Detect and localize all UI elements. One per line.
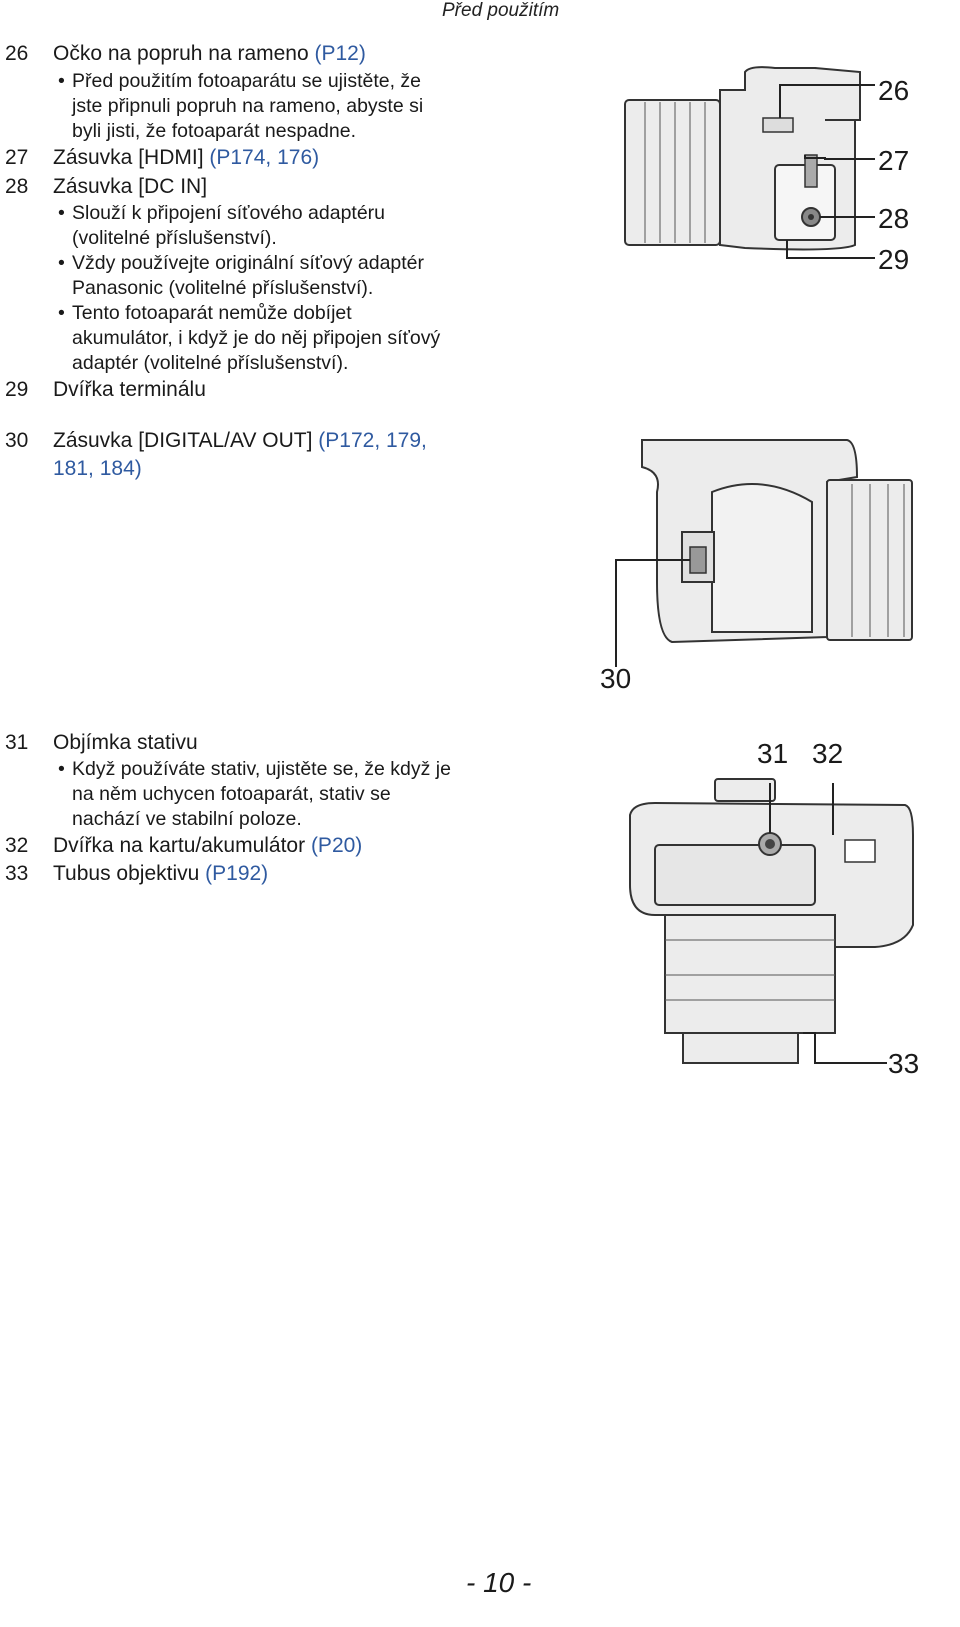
item-31: 31 Objímka stativu bbox=[5, 730, 198, 755]
item-label: Zásuvka [DC IN] bbox=[53, 175, 208, 198]
callout-31: 31 bbox=[757, 738, 789, 769]
page-number: - 10 - bbox=[466, 1567, 532, 1598]
page-reference-link[interactable]: (P192) bbox=[205, 862, 269, 885]
callout-30: 30 bbox=[600, 663, 632, 694]
item-number: 29 bbox=[5, 378, 29, 401]
item-label: Tubus objektivu bbox=[53, 862, 206, 885]
item-label: Zásuvka [DIGITAL/AV OUT] bbox=[53, 429, 319, 452]
item-label: Dvířka na kartu/akumulátor bbox=[53, 834, 311, 857]
callout-29: 29 bbox=[878, 244, 910, 275]
bullet-note: •Před použitím fotoaparátu se ujistěte, … bbox=[58, 70, 422, 92]
bullet-note-line: na něm uchycen fotoaparát, stativ se bbox=[72, 783, 391, 805]
item-number: 31 bbox=[5, 731, 29, 754]
bullet-note: •Tento fotoaparát nemůže dobíjet bbox=[58, 302, 352, 324]
item-label: Očko na popruh na rameno bbox=[53, 42, 315, 65]
item-27: 27 Zásuvka [HDMI] (P174, 176) bbox=[5, 145, 319, 170]
camera-side-av-out-illustration bbox=[615, 439, 913, 667]
bullet-icon: • bbox=[58, 302, 65, 324]
item-number: 28 bbox=[5, 175, 29, 198]
item-number: 26 bbox=[5, 42, 29, 65]
item-26: 26 Očko na popruh na rameno (P12) bbox=[5, 41, 366, 66]
bullet-note-line: akumulátor, i když je do něj připojen sí… bbox=[72, 327, 441, 349]
page-reference-link[interactable]: (P172, 179, bbox=[318, 429, 427, 452]
item-28: 28 Zásuvka [DC IN] bbox=[5, 174, 207, 199]
callout-27: 27 bbox=[878, 145, 910, 176]
item-label: Dvířka terminálu bbox=[53, 378, 206, 401]
bullet-note: •Slouží k připojení síťového adaptéru bbox=[58, 202, 386, 224]
page-reference-link[interactable]: (P12) bbox=[314, 42, 366, 65]
item-30-ref-continued: 181, 184) bbox=[53, 456, 142, 481]
bullet-note-line: nachází ve stabilní poloze. bbox=[72, 808, 302, 830]
camera-bottom-illustration bbox=[629, 778, 914, 1064]
item-33: 33 Tubus objektivu (P192) bbox=[5, 861, 268, 886]
bullet-note: •Vždy používejte originální síťový adapt… bbox=[58, 252, 425, 274]
bullet-icon: • bbox=[58, 70, 65, 92]
bullet-icon: • bbox=[58, 758, 65, 780]
item-number: 33 bbox=[5, 862, 29, 885]
bullet-icon: • bbox=[58, 202, 65, 224]
item-number: 30 bbox=[5, 429, 29, 452]
page-reference-link[interactable]: 181, 184) bbox=[53, 457, 142, 480]
bullet-note-line: adaptér (volitelné příslušenství). bbox=[72, 352, 349, 374]
callout-28: 28 bbox=[878, 203, 910, 234]
camera-side-terminal-illustration bbox=[624, 66, 875, 259]
item-32: 32 Dvířka na kartu/akumulátor (P20) bbox=[5, 833, 362, 858]
bullet-note-line: byli jisti, že fotoaparát nespadne. bbox=[72, 120, 357, 142]
callout-26: 26 bbox=[878, 75, 910, 106]
item-number: 32 bbox=[5, 834, 29, 857]
bullet-note-line: jste připnuli popruh na rameno, abyste s… bbox=[72, 95, 424, 117]
bullet-note-line: Panasonic (volitelné příslušenství). bbox=[72, 277, 374, 299]
item-29: 29 Dvířka terminálu bbox=[5, 377, 206, 402]
item-label: Objímka stativu bbox=[53, 731, 198, 754]
page-header: Před použitím bbox=[442, 0, 560, 21]
bullet-note-line: (volitelné příslušenství). bbox=[72, 227, 277, 249]
page-reference-link[interactable]: (P20) bbox=[310, 834, 363, 857]
bullet-note: •Když používáte stativ, ujistěte se, že … bbox=[58, 758, 451, 780]
callout-33: 33 bbox=[888, 1048, 920, 1079]
item-number: 27 bbox=[5, 146, 29, 169]
page-reference-link[interactable]: (P174, 176) bbox=[209, 146, 320, 169]
callout-32: 32 bbox=[812, 738, 844, 769]
item-label: Zásuvka [HDMI] bbox=[53, 146, 210, 169]
item-30: 30 Zásuvka [DIGITAL/AV OUT] (P172, 179, bbox=[5, 428, 427, 453]
bullet-icon: • bbox=[58, 252, 65, 274]
